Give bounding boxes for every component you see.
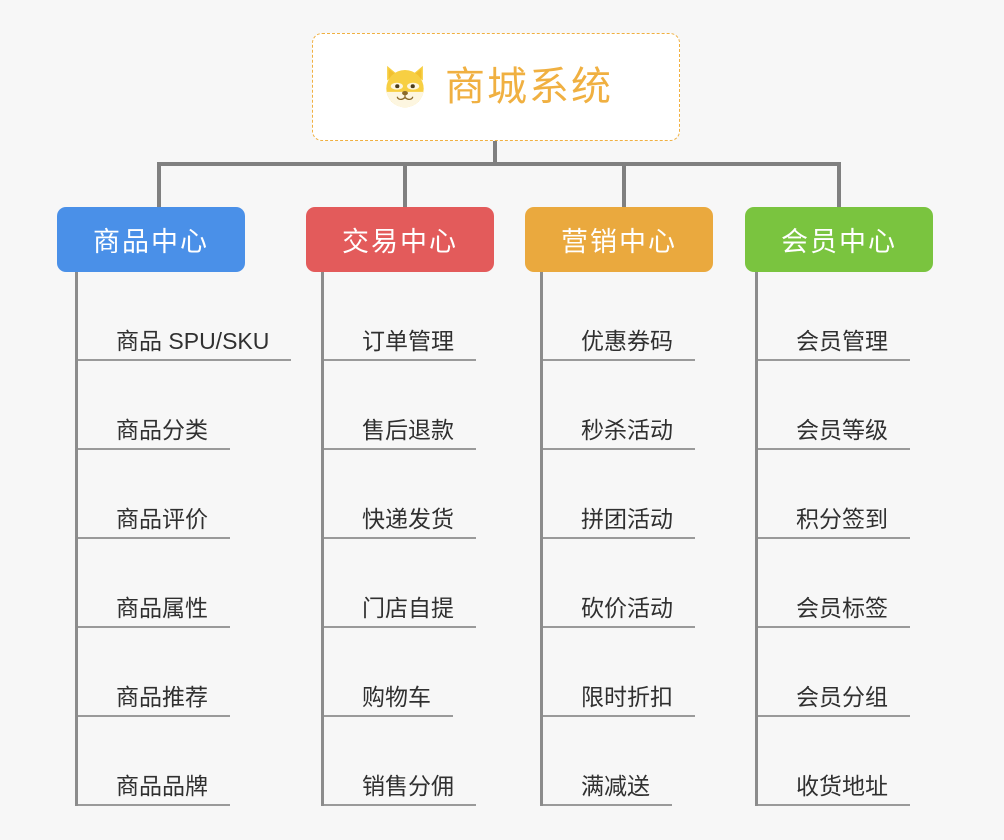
branch-column-2: 订单管理售后退款快递发货门店自提购物车销售分佣 <box>321 272 477 806</box>
category-box-1[interactable]: 商品中心 <box>57 207 245 272</box>
leaf-item[interactable]: 会员等级 <box>755 361 911 450</box>
leaf-item[interactable]: 秒杀活动 <box>540 361 696 450</box>
leaf-underline <box>543 626 695 628</box>
leaf-underline <box>543 804 672 806</box>
leaf-item[interactable]: 优惠券码 <box>540 272 696 361</box>
leaf-label: 砍价活动 <box>581 595 673 621</box>
category-label: 交易中心 <box>342 227 458 257</box>
leaf-item[interactable]: 门店自提 <box>321 539 477 628</box>
connector-drop-1 <box>157 162 161 207</box>
leaf-underline <box>543 715 695 717</box>
leaf-underline <box>324 715 453 717</box>
leaf-item[interactable]: 限时折扣 <box>540 628 696 717</box>
leaf-item[interactable]: 购物车 <box>321 628 454 717</box>
leaf-underline <box>758 537 910 539</box>
category-label: 营销中心 <box>561 227 677 257</box>
leaf-underline <box>543 448 695 450</box>
leaf-label: 商品属性 <box>116 595 208 621</box>
leaf-label: 商品推荐 <box>116 684 208 710</box>
leaf-underline <box>78 626 230 628</box>
category-label: 商品中心 <box>93 227 209 257</box>
category-box-3[interactable]: 营销中心 <box>525 207 713 272</box>
leaf-item[interactable]: 积分签到 <box>755 450 911 539</box>
leaf-label: 售后退款 <box>362 417 454 443</box>
leaf-label: 商品分类 <box>116 417 208 443</box>
leaf-underline <box>758 359 910 361</box>
branch-column-4: 会员管理会员等级积分签到会员标签会员分组收货地址 <box>755 272 911 806</box>
leaf-item[interactable]: 销售分佣 <box>321 717 477 806</box>
leaf-label: 商品 SPU/SKU <box>116 328 270 354</box>
root-title: 商城系统 <box>445 65 613 109</box>
leaf-label: 满减送 <box>581 773 650 799</box>
leaf-label: 会员标签 <box>796 595 888 621</box>
leaf-item[interactable]: 会员管理 <box>755 272 911 361</box>
connector-drop-4 <box>837 162 841 207</box>
leaf-label: 优惠券码 <box>581 328 673 354</box>
leaf-underline <box>324 804 476 806</box>
category-box-4[interactable]: 会员中心 <box>745 207 933 272</box>
connector-drop-2 <box>403 162 407 207</box>
leaf-item[interactable]: 砍价活动 <box>540 539 696 628</box>
leaf-label: 限时折扣 <box>581 684 673 710</box>
leaf-item[interactable]: 拼团活动 <box>540 450 696 539</box>
leaf-label: 秒杀活动 <box>581 417 673 443</box>
leaf-label: 商品评价 <box>116 506 208 532</box>
leaf-item[interactable]: 商品 SPU/SKU <box>75 272 292 361</box>
leaf-label: 会员管理 <box>796 328 888 354</box>
leaf-underline <box>78 448 230 450</box>
leaf-label: 购物车 <box>362 684 431 710</box>
leaf-item[interactable]: 满减送 <box>540 717 673 806</box>
leaf-item[interactable]: 收货地址 <box>755 717 911 806</box>
leaf-underline <box>324 537 476 539</box>
leaf-underline <box>78 715 230 717</box>
leaf-item[interactable]: 商品属性 <box>75 539 231 628</box>
leaf-label: 商品品牌 <box>116 773 208 799</box>
leaf-label: 订单管理 <box>362 328 454 354</box>
leaf-label: 门店自提 <box>362 595 454 621</box>
root-node-mall-system[interactable]: 商城系统 <box>312 33 680 141</box>
leaf-underline <box>543 359 695 361</box>
leaf-label: 拼团活动 <box>581 506 673 532</box>
connector-root-stem <box>493 141 497 165</box>
leaf-label: 快递发货 <box>362 506 454 532</box>
leaf-item[interactable]: 会员分组 <box>755 628 911 717</box>
branch-column-3: 优惠券码秒杀活动拼团活动砍价活动限时折扣满减送 <box>540 272 696 806</box>
leaf-underline <box>78 359 291 361</box>
leaf-item[interactable]: 商品品牌 <box>75 717 231 806</box>
leaf-label: 会员等级 <box>796 417 888 443</box>
branch-column-1: 商品 SPU/SKU 商品分类商品评价商品属性商品推荐商品品牌 <box>75 272 292 806</box>
leaf-item[interactable]: 会员标签 <box>755 539 911 628</box>
leaf-label: 收货地址 <box>796 773 888 799</box>
leaf-underline <box>324 626 476 628</box>
leaf-item[interactable]: 商品评价 <box>75 450 231 539</box>
leaf-label: 销售分佣 <box>362 773 454 799</box>
leaf-underline <box>758 448 910 450</box>
leaf-item[interactable]: 售后退款 <box>321 361 477 450</box>
leaf-underline <box>78 537 230 539</box>
category-box-2[interactable]: 交易中心 <box>306 207 494 272</box>
leaf-underline <box>543 537 695 539</box>
leaf-underline <box>324 448 476 450</box>
leaf-item[interactable]: 快递发货 <box>321 450 477 539</box>
category-label: 会员中心 <box>781 227 897 257</box>
leaf-underline <box>758 804 910 806</box>
leaf-underline <box>78 804 230 806</box>
leaf-underline <box>758 626 910 628</box>
leaf-item[interactable]: 商品分类 <box>75 361 231 450</box>
leaf-underline <box>758 715 910 717</box>
connector-drop-3 <box>622 162 626 207</box>
leaf-label: 会员分组 <box>796 684 888 710</box>
connector-horizontal-bus <box>157 162 837 166</box>
leaf-label: 积分签到 <box>796 506 888 532</box>
leaf-underline <box>324 359 476 361</box>
leaf-item[interactable]: 订单管理 <box>321 272 477 361</box>
leaf-item[interactable]: 商品推荐 <box>75 628 231 717</box>
shiba-dog-face-icon <box>386 65 424 108</box>
